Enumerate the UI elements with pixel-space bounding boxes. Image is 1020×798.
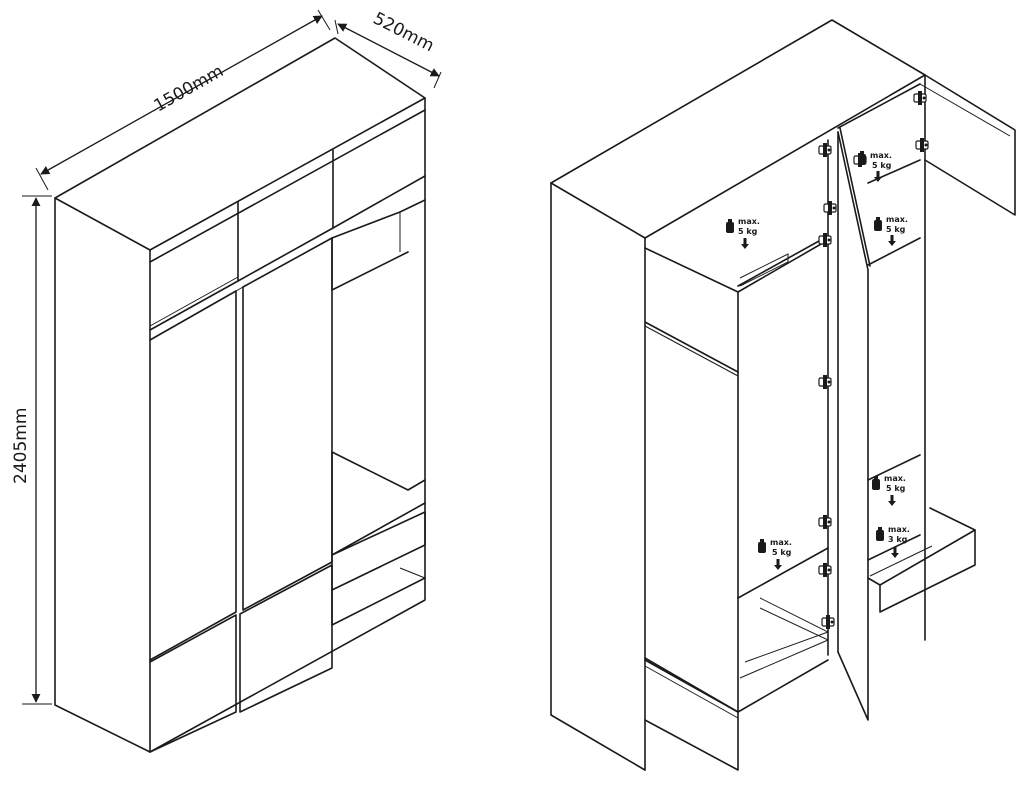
svg-text:5 kg: 5 kg	[886, 484, 906, 493]
svg-text:5 kg: 5 kg	[886, 225, 906, 234]
load-label: max. 5 kg	[872, 474, 906, 506]
load-label: max. 5 kg	[758, 538, 792, 570]
svg-text:3 kg: 3 kg	[888, 535, 908, 544]
dimension-height: 2405mm	[11, 195, 52, 705]
dimension-width: 1500mm	[35, 9, 331, 191]
svg-text:max.: max.	[870, 151, 892, 160]
svg-text:max.: max.	[888, 525, 910, 534]
weight-icon	[874, 217, 882, 231]
weight-icon	[726, 219, 734, 233]
arrow-down-icon	[888, 495, 896, 506]
arrow-down-icon	[888, 235, 896, 246]
weight-icon	[876, 527, 884, 541]
weight-icon	[758, 539, 766, 553]
dimension-height-label: 2405mm	[11, 408, 31, 484]
closed-wardrobe	[54, 37, 426, 753]
load-label: max. 3 kg	[876, 525, 910, 558]
load-label: max. 5 kg	[874, 215, 908, 246]
svg-text:5 kg: 5 kg	[872, 161, 892, 170]
hinge-icon	[818, 90, 929, 630]
dimension-width-label: 1500mm	[151, 61, 227, 116]
svg-text:max.: max.	[738, 217, 760, 226]
svg-text:5 kg: 5 kg	[772, 548, 792, 557]
arrow-down-icon	[774, 559, 782, 570]
dimension-depth-label: 520mm	[370, 9, 438, 57]
load-label: max. 5 kg	[858, 151, 892, 182]
svg-text:max.: max.	[884, 474, 906, 483]
arrow-down-icon	[741, 238, 749, 249]
svg-text:max.: max.	[886, 215, 908, 224]
open-wardrobe	[550, 19, 1016, 771]
svg-text:5 kg: 5 kg	[738, 227, 758, 236]
load-label: max. 5 kg	[726, 217, 760, 249]
svg-text:max.: max.	[770, 538, 792, 547]
